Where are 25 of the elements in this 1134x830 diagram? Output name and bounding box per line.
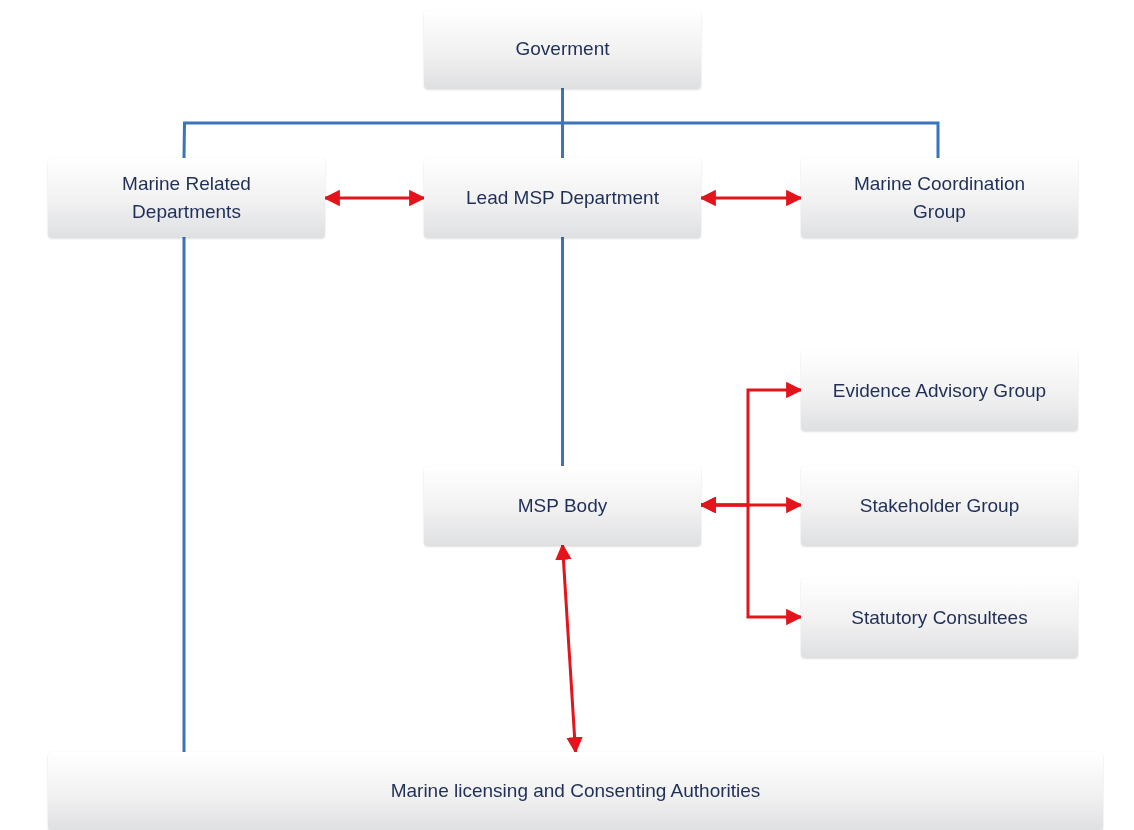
org-box bbox=[424, 10, 701, 88]
org-box bbox=[801, 351, 1078, 430]
org-box bbox=[48, 752, 1103, 830]
box-label: Lead MSP Department bbox=[466, 185, 659, 210]
box-label: Marine Related Departments bbox=[121, 171, 252, 224]
org-box bbox=[424, 158, 701, 237]
connector-line bbox=[182, 237, 186, 752]
arrow bbox=[699, 189, 803, 207]
arrow bbox=[323, 189, 426, 207]
box-label: Marine licensing and Consenting Authorities bbox=[390, 779, 761, 803]
org-box bbox=[424, 466, 701, 545]
arrow bbox=[699, 496, 803, 626]
arrow bbox=[555, 543, 583, 754]
org-box bbox=[801, 158, 1078, 237]
org-box bbox=[801, 466, 1078, 545]
connector-line bbox=[561, 237, 564, 466]
box-label: MSP Body bbox=[517, 493, 608, 518]
box-label: Stakeholder Group bbox=[859, 493, 1020, 518]
box-label: Goverment bbox=[515, 37, 610, 61]
org-box bbox=[801, 578, 1078, 657]
box-label: Statutory Consultees bbox=[851, 605, 1028, 630]
org-box bbox=[48, 158, 325, 237]
box-label: Evidence Advisory Group bbox=[832, 378, 1047, 403]
box-label: Marine Coordination Group bbox=[852, 171, 1027, 224]
connector-line bbox=[561, 88, 940, 158]
